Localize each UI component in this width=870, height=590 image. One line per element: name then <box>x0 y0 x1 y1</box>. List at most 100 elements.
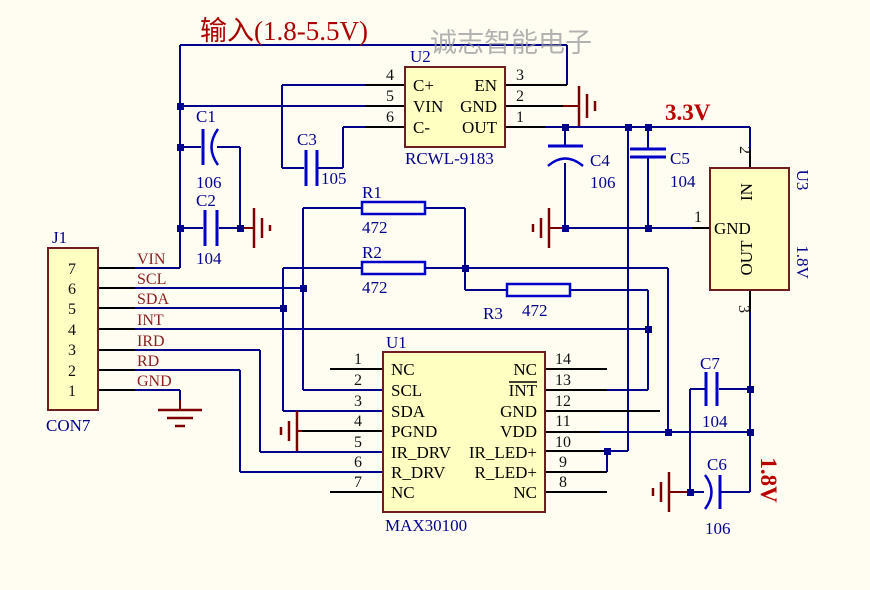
u2-value: RCWL-9183 <box>405 149 494 168</box>
u2-pin1-num: 1 <box>516 109 524 126</box>
u2-pin3-num: 3 <box>516 67 524 84</box>
u1-pin-pgnd: PGND <box>391 422 437 441</box>
u2-pin5-num: 5 <box>386 88 394 105</box>
c4-plate-curved <box>547 157 584 167</box>
u1-pin-scl: SCL <box>391 381 422 400</box>
c6-value: 106 <box>705 519 731 538</box>
u1-pin-rdrv: R_DRV <box>391 463 446 482</box>
r1-value: 472 <box>362 218 388 237</box>
u1-designator: U1 <box>386 333 407 352</box>
u1-pin12-num: 12 <box>555 393 571 410</box>
net-label-rd: RD <box>137 353 159 370</box>
j1-value: CON7 <box>46 416 91 435</box>
input-voltage-title: 输入(1.8-5.5V) <box>200 16 368 46</box>
u2-pin2-num: 2 <box>516 88 524 105</box>
c5-designator: C5 <box>670 149 690 168</box>
u1-pin-int: INT <box>509 381 538 400</box>
u2-pin-out: OUT <box>462 118 498 137</box>
ground-symbol-u2 <box>563 86 597 126</box>
c1-value: 106 <box>196 173 222 192</box>
j1-pin6-num: 6 <box>68 281 76 298</box>
u3-pin-in: IN <box>737 183 756 201</box>
j1-pin4-num: 4 <box>68 322 76 339</box>
chip-bodies <box>47 66 790 513</box>
u3-value: 1.8V <box>793 245 812 279</box>
u1-pin3-num: 3 <box>354 393 362 410</box>
r1-body <box>360 200 427 216</box>
u1-pin4-num: 4 <box>354 413 362 430</box>
u1-pin-sda: SDA <box>391 402 426 421</box>
u3-designator: U3 <box>793 170 812 191</box>
u2-pin-gnd: GND <box>460 97 497 116</box>
r2-body <box>360 260 427 276</box>
net-label-int: INT <box>137 312 164 329</box>
ground-symbols <box>158 86 690 512</box>
u2-body <box>404 66 506 148</box>
u1-pin10-num: 10 <box>555 434 571 451</box>
u2-pin4-num: 4 <box>386 67 394 84</box>
net-label-scl: SCL <box>137 271 166 288</box>
u1-pin-nc1: NC <box>391 360 415 379</box>
u1-pin-nc7: NC <box>391 483 415 502</box>
u2-pin-en: EN <box>474 76 497 95</box>
c2-value: 104 <box>196 249 222 268</box>
junction-dots <box>177 103 754 496</box>
u1-pin1-num: 1 <box>354 351 362 368</box>
u1-pin6-num: 6 <box>354 454 362 471</box>
u1-pin-nc14: NC <box>513 360 537 379</box>
u3-pin3-num: 3 <box>735 305 752 313</box>
c3-value: 105 <box>321 169 347 188</box>
watermark: 诚志智能电子 <box>430 28 592 58</box>
net-label-sda: SDA <box>137 291 169 308</box>
j1-pin3-num: 3 <box>68 342 76 359</box>
u1-pin2-num: 2 <box>354 372 362 389</box>
c5-value: 104 <box>670 172 696 191</box>
c4-value: 106 <box>590 173 616 192</box>
u1-pin11-num: 11 <box>555 413 570 430</box>
j1-pin5-num: 5 <box>68 301 76 318</box>
c1-plate-curved <box>210 128 220 166</box>
u2-pin-vin: VIN <box>413 97 443 116</box>
net-label-ird: IRD <box>137 333 165 350</box>
rail-3v3-label: 3.3V <box>665 100 711 125</box>
c2-designator: C2 <box>196 191 216 210</box>
u1-pin9-num: 9 <box>559 454 567 471</box>
c7-designator: C7 <box>700 354 720 373</box>
u2-pin-cplus: C+ <box>413 76 434 95</box>
u2-designator: U2 <box>410 47 431 66</box>
u1-pin13-num: 13 <box>555 372 571 389</box>
c3-designator: C3 <box>297 130 317 149</box>
c1-designator: C1 <box>196 107 216 126</box>
u1-pin-rled: R_LED+ <box>475 463 537 482</box>
net-wires <box>135 44 751 493</box>
u3-body <box>709 167 790 291</box>
j1-pin2-num: 2 <box>68 363 76 380</box>
pin-stubs <box>98 84 751 493</box>
u1-pin14-num: 14 <box>555 351 571 368</box>
u1-pin-irled: IR_LED+ <box>469 443 537 462</box>
r2-designator: R2 <box>362 243 382 262</box>
r3-designator: R3 <box>483 304 503 323</box>
u1-pin7-num: 7 <box>354 474 362 491</box>
ground-symbol-j1 <box>158 400 202 428</box>
u1-body <box>382 351 546 513</box>
r3-body <box>505 282 572 298</box>
u2-pin6-num: 6 <box>386 109 394 126</box>
u1-value: MAX30100 <box>385 516 467 535</box>
u2-pin-cminus: C- <box>413 118 430 137</box>
u3-pin-gnd: GND <box>714 219 751 238</box>
j1-pin7-num: 7 <box>68 261 76 278</box>
u3-pin2-num: 2 <box>736 146 753 154</box>
r2-value: 472 <box>362 278 388 297</box>
j1-body <box>47 247 99 411</box>
u1-pin-gnd: GND <box>500 402 537 421</box>
u1-pin5-num: 5 <box>354 434 362 451</box>
c7-value: 104 <box>702 412 728 431</box>
c6-plate-curved <box>703 474 713 510</box>
u1-pin-irdrv: IR_DRV <box>391 443 452 462</box>
u3-pin-out: OUT <box>737 240 756 276</box>
net-label-gnd: GND <box>137 373 172 390</box>
c6-designator: C6 <box>707 455 727 474</box>
